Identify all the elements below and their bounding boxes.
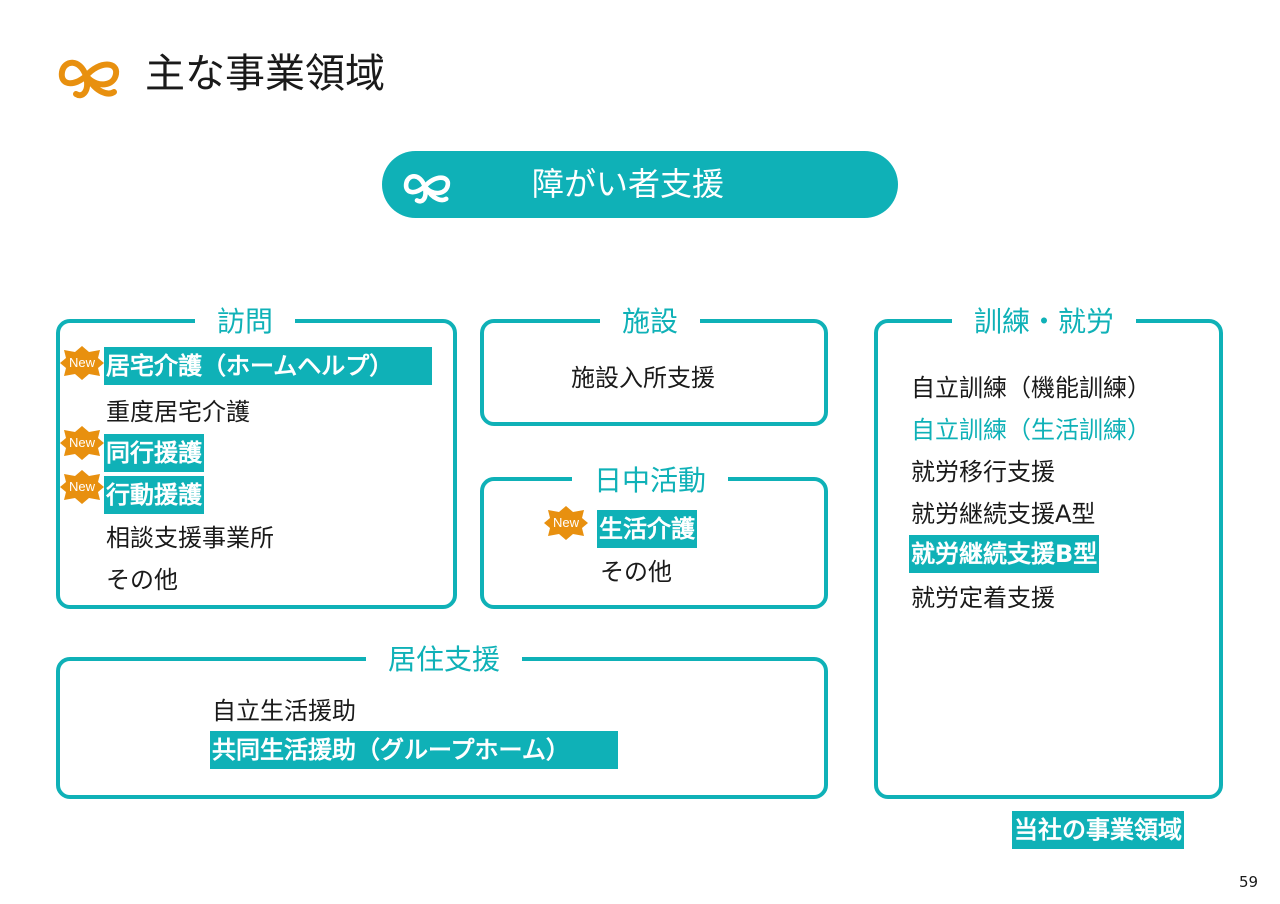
visit-item-other: その他 (106, 566, 178, 594)
training-item-living: 自立訓練（生活訓練） (911, 416, 1151, 444)
section-residence-title: 居住支援 (366, 642, 523, 678)
section-daytime-title: 日中活動 (572, 463, 729, 499)
training-item-type-a: 就労継続支援A型 (911, 500, 1096, 528)
new-badge: New (60, 346, 104, 380)
section-residence (56, 657, 828, 799)
daytime-item-living-care: 生活介護 (597, 510, 697, 548)
visit-item-home-help: 居宅介護（ホームヘルプ） (104, 347, 432, 385)
new-badge: New (544, 506, 588, 540)
banner-logo-icon (402, 165, 452, 209)
visit-item-accompany: 同行援護 (104, 434, 204, 472)
section-facility-title: 施設 (600, 304, 701, 340)
banner-title: 障がい者支援 (532, 165, 725, 203)
new-badge-label: New (552, 515, 579, 530)
company-logo-icon (58, 48, 120, 104)
new-badge: New (60, 426, 104, 460)
training-item-transition: 就労移行支援 (911, 458, 1055, 486)
section-visit-title: 訪問 (195, 304, 296, 340)
legend-our-business: 当社の事業領域 (1012, 811, 1184, 849)
new-badge-label: New (68, 479, 95, 494)
page-number: 59 (1239, 873, 1259, 891)
training-item-type-b: 就労継続支援B型 (909, 535, 1100, 573)
new-badge-label: New (68, 435, 95, 450)
training-item-functional: 自立訓練（機能訓練） (911, 374, 1151, 402)
visit-item-consultation: 相談支援事業所 (106, 524, 274, 552)
visit-item-behavior: 行動援護 (104, 476, 204, 514)
page-title: 主な事業領域 (145, 51, 385, 97)
residence-item-independent: 自立生活援助 (212, 697, 356, 725)
section-training-title: 訓練・就労 (952, 304, 1137, 340)
daytime-item-other: その他 (600, 558, 672, 586)
training-item-retention: 就労定着支援 (911, 584, 1055, 612)
new-badge-label: New (68, 355, 95, 370)
residence-item-group-home: 共同生活援助（グループホーム） (210, 731, 618, 769)
category-banner: 障がい者支援 (382, 151, 898, 218)
new-badge: New (60, 470, 104, 504)
visit-item-severe-home-care: 重度居宅介護 (106, 398, 250, 426)
facility-item-residential: 施設入所支援 (571, 364, 715, 392)
